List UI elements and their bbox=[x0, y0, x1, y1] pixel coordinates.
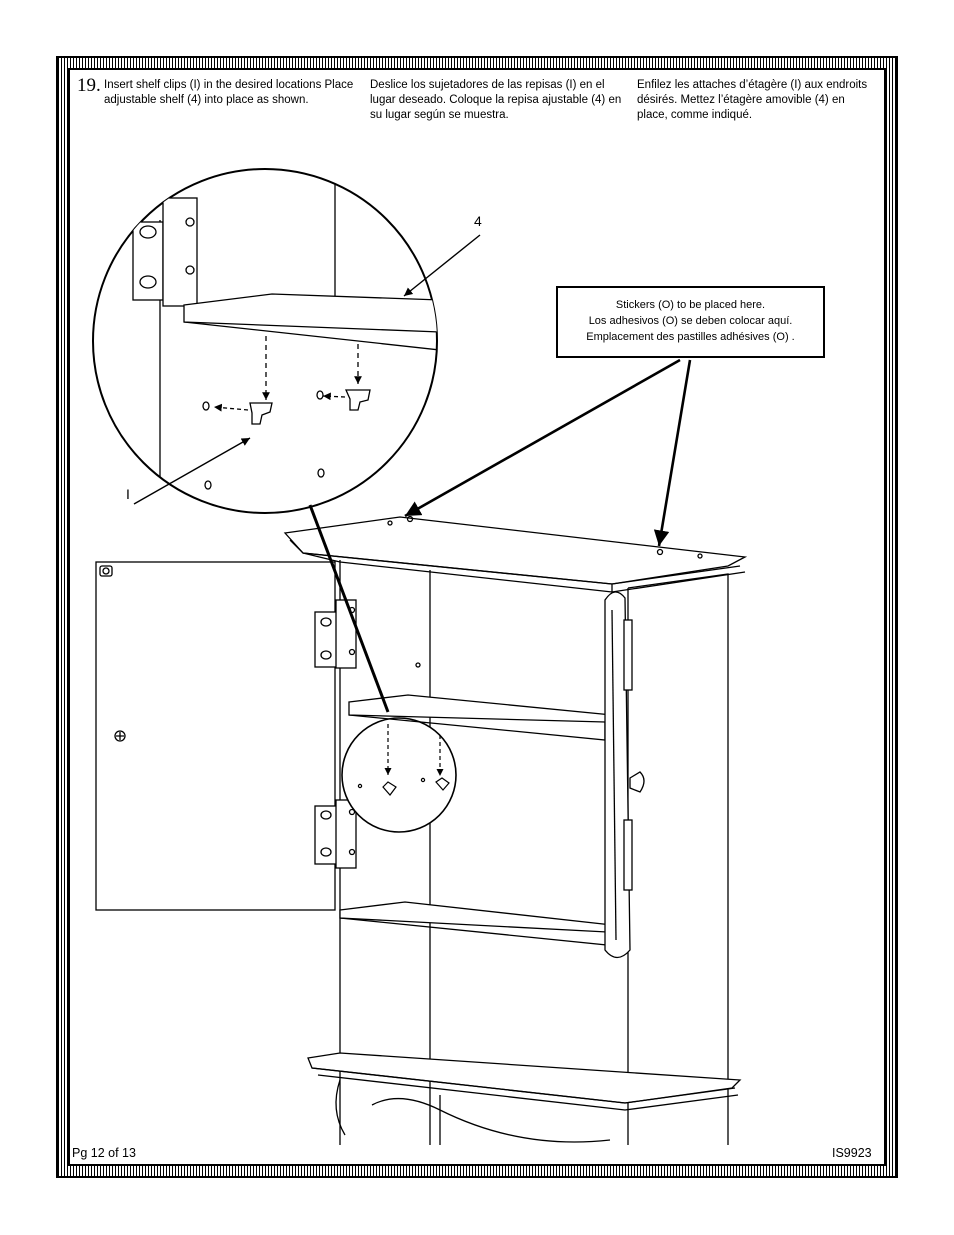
shelf-label: 4 bbox=[474, 213, 482, 229]
step-number: 19. bbox=[77, 75, 101, 96]
clip-label: I bbox=[126, 486, 130, 502]
left-door bbox=[95, 561, 336, 911]
instruction-spanish: Deslice los sujetadores de las repisas (… bbox=[370, 79, 622, 121]
instruction-french: Enfilez les attaches d’étagère (I) aux e… bbox=[637, 79, 868, 121]
large-detail-circle bbox=[92, 168, 438, 514]
page-number: Pg 12 of 13 bbox=[72, 1146, 136, 1160]
callout-text-french: Emplacement des pastilles adhésives (O) … bbox=[586, 331, 795, 343]
shelf-clip bbox=[249, 402, 273, 425]
document-id: IS9923 bbox=[832, 1146, 872, 1160]
door-knob bbox=[629, 771, 645, 793]
adjustable-shelf bbox=[348, 694, 614, 723]
leader-lines bbox=[133, 234, 692, 713]
fixed-shelf bbox=[339, 901, 614, 933]
cabinet-right-side bbox=[627, 573, 729, 1145]
cabinet bbox=[95, 515, 748, 1145]
sticker-callout-box: Stickers (O) to be placed here. Los adhe… bbox=[556, 286, 825, 358]
callout-text-spanish: Los adhesivos (O) se deben colocar aquí. bbox=[588, 315, 793, 327]
instruction-english: Insert shelf clips (I) in the desired lo… bbox=[104, 79, 354, 106]
callout-text-english: Stickers (O) to be placed here. bbox=[615, 299, 766, 311]
small-detail-circle bbox=[341, 717, 457, 833]
